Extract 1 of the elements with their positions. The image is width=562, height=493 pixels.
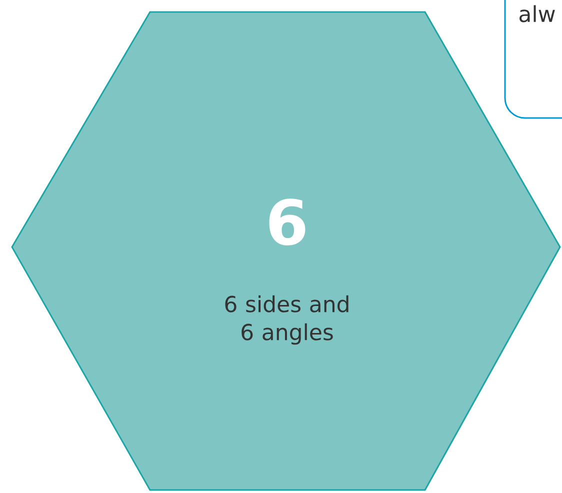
callout-box: alw xyxy=(504,0,562,119)
